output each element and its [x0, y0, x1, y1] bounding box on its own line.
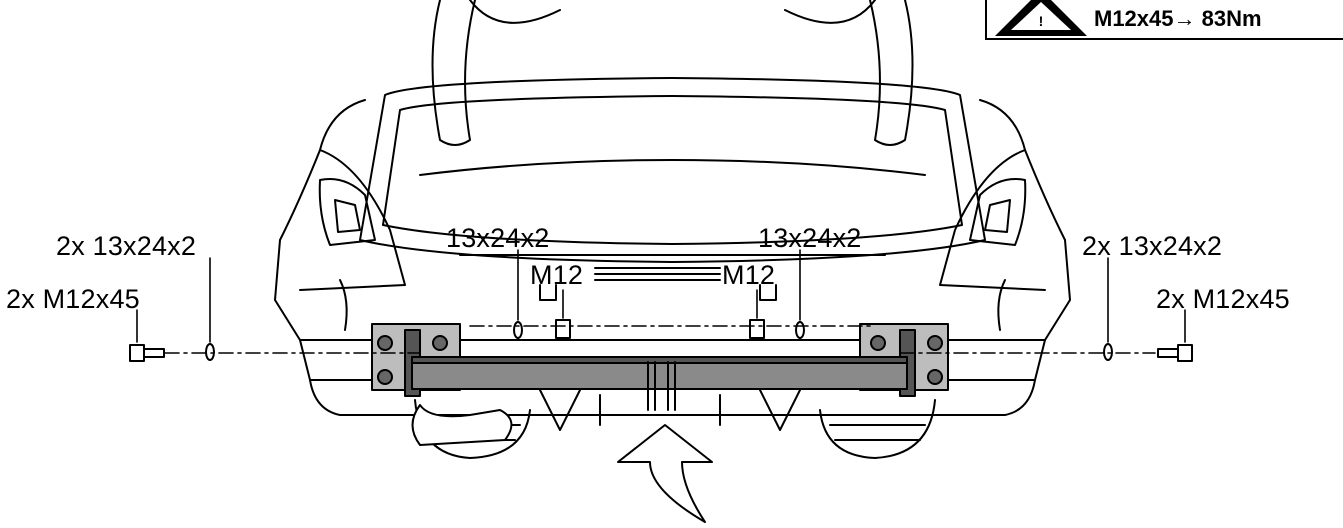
right-rear-wheel — [819, 399, 936, 459]
open-trunk — [359, 0, 986, 263]
fasteners — [129, 319, 1193, 362]
right-bolt-label: 2x M12x45 — [1156, 284, 1290, 314]
torque-value: 83Nm — [1201, 6, 1262, 31]
center-right-nut-label: M12 — [722, 260, 776, 290]
license-plate-recess — [459, 254, 886, 301]
center-left-washer-label: 13x24x2 — [446, 223, 550, 253]
torque-specification-box: ! M12x45→ 83Nm — [985, 0, 1343, 40]
center-right-washer-label: 13x24x2 — [758, 223, 862, 253]
assembly-axis-lines — [164, 325, 1156, 354]
torque-spec-text: M12x45→ 83Nm — [1094, 6, 1262, 32]
left-bolt-label: 2x M12x45 — [6, 284, 140, 314]
right-washer-label: 2x 13x24x2 — [1082, 231, 1223, 261]
tow-bar-crossbar — [411, 356, 908, 411]
left-washer-label: 2x 13x24x2 — [56, 231, 197, 261]
warning-triangle-icon: ! — [995, 0, 1087, 36]
leader-lines — [136, 249, 1186, 343]
curved-up-arrow-icon — [617, 424, 713, 523]
underbody-details — [411, 389, 801, 446]
center-left-nut-label: M12 — [530, 260, 584, 290]
warning-mark: ! — [1039, 13, 1044, 29]
torque-arrow: → — [1173, 6, 1196, 31]
torque-bolt-size: M12x45 — [1094, 6, 1174, 31]
